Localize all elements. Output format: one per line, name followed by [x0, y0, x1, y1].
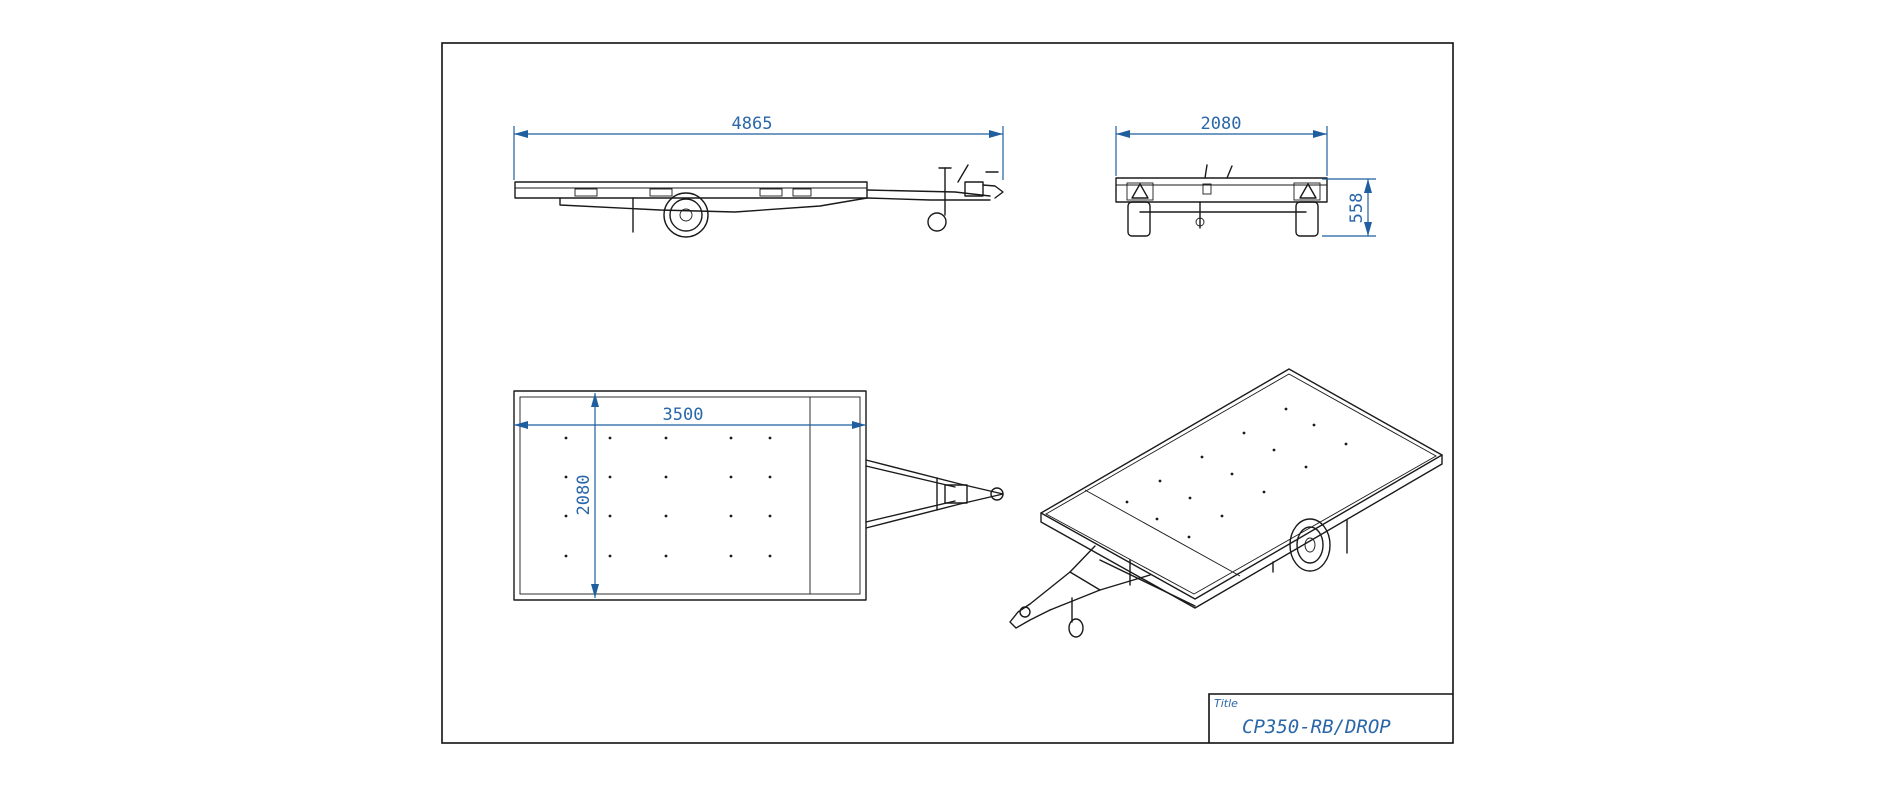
iso-jockey-wheel [1068, 618, 1084, 638]
side-view [514, 164, 1004, 238]
side-jockey-wheel [927, 212, 947, 232]
dim-side-length: 4865 [513, 114, 1004, 180]
side-deck [514, 181, 868, 199]
top-deck [513, 390, 867, 601]
dim-top-width-text: 2080 [574, 475, 594, 516]
sheet-frame [441, 42, 1454, 744]
dim-rear-height-text: 558 [1347, 193, 1367, 224]
dim-top-length: 3500 [514, 405, 866, 429]
dim-top-width: 2080 [574, 393, 599, 598]
dim-side-length-text: 4865 [732, 114, 773, 134]
iso-wheel [1289, 518, 1331, 572]
rear-deck [1115, 177, 1328, 203]
isometric-view [1009, 368, 1443, 638]
title-block: Title CP350-RB/DROP [1208, 693, 1453, 743]
iso-deck [1040, 368, 1443, 600]
title-block-label: Title [1214, 697, 1238, 710]
dim-rear-height: 558 [1322, 178, 1376, 237]
rear-view [1115, 164, 1328, 237]
dim-top-length-text: 3500 [663, 405, 704, 425]
top-view [513, 390, 1004, 601]
side-wheel [663, 192, 709, 238]
iso-deck-bolts [1125, 407, 1348, 539]
dim-rear-width-text: 2080 [1201, 114, 1242, 134]
rear-tyre-left [1127, 201, 1151, 237]
dim-rear-width: 2080 [1115, 114, 1328, 176]
title-block-title: CP350-RB/DROP [1242, 716, 1391, 738]
top-deck-bolts [564, 436, 772, 558]
rear-tyre-right [1295, 201, 1319, 237]
